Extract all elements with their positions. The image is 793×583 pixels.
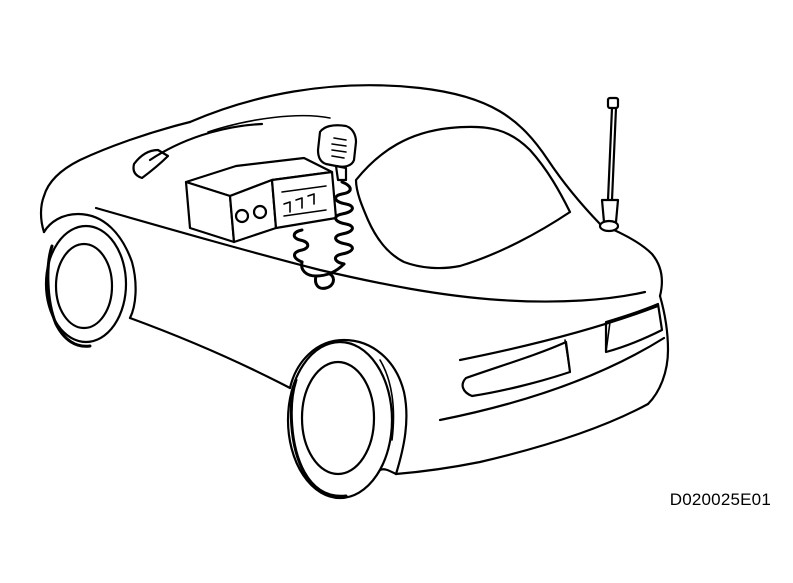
coiled-cord <box>292 180 354 290</box>
car-body <box>39 84 670 476</box>
rear-wheel <box>286 338 408 500</box>
microphone-handset <box>316 124 358 182</box>
figure-code-label: D020025E01 <box>669 490 771 509</box>
front-wheel <box>44 224 128 348</box>
radio-transceiver <box>184 156 338 244</box>
antenna <box>598 96 620 233</box>
